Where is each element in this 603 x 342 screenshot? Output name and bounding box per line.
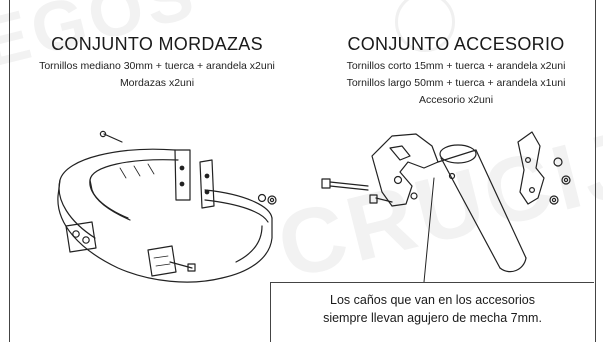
mordazas-title: CONJUNTO MORDAZAS (51, 34, 263, 54)
clamp-ring-drawing (57, 130, 277, 283)
accesorio-spec-line: Accesorio x2uni (418, 94, 494, 106)
mordazas-spec-line: Tornillos mediano 30mm + tuerca + arande… (39, 60, 275, 72)
accessory-drawing (321, 131, 571, 283)
accesorio-spec-line: Tornillos corto 15mm + tuerca + arandela… (346, 60, 566, 72)
document-frame (9, 0, 596, 342)
watermark-logo (395, 0, 455, 52)
accesorio-spec-line: Tornillos largo 50mm + tuerca + arandela… (346, 77, 566, 89)
note-line: Los caños que van en los accesorios (330, 293, 535, 307)
note-line: siempre llevan agujero de mecha 7mm. (323, 311, 542, 325)
accesorio-title: CONJUNTO ACCESORIO (347, 34, 565, 54)
note-box: Los caños que van en los accesorios siem… (270, 282, 594, 342)
mordazas-spec-line: Mordazas x2uni (119, 77, 195, 89)
